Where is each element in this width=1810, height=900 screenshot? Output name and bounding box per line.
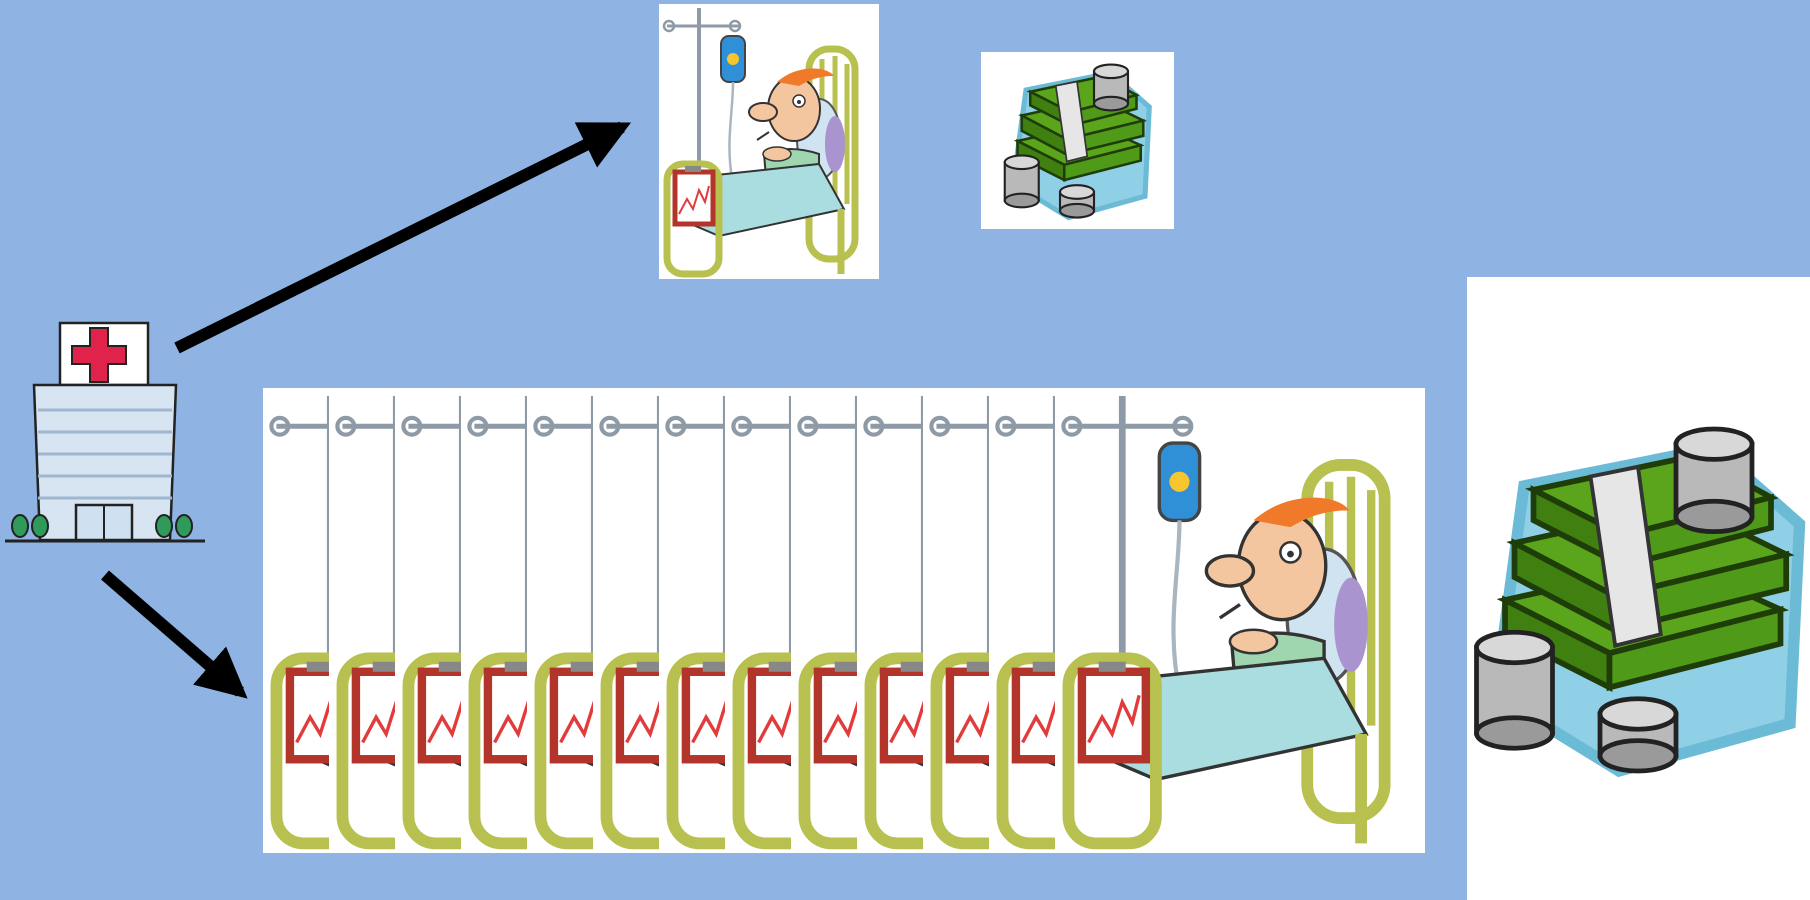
small-money-stack-icon [981, 52, 1174, 229]
many-patients-group [263, 388, 1425, 853]
single-patient-icon [659, 4, 879, 279]
patient-in-bed-icon [1055, 389, 1425, 852]
large-money-stack-icon [1467, 277, 1810, 900]
hospital-icon [5, 321, 205, 543]
arrow-to-single-patient [174, 121, 632, 354]
arrow-to-many-patients [101, 570, 248, 699]
